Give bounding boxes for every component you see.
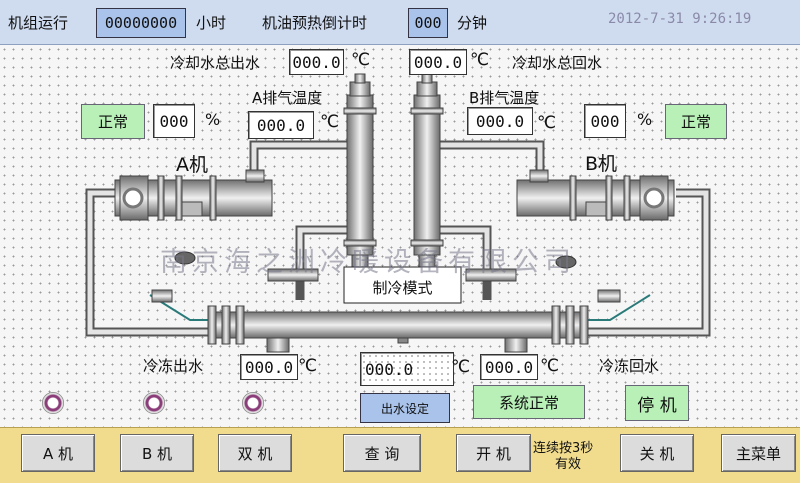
indicator-lamp-1 [42,392,64,414]
chilled-return-label: 冷冻回水 [599,357,660,375]
indicator-lamp-2 [143,392,165,414]
a-exhaust-unit: ℃ [320,112,340,132]
start-button[interactable]: 开 机 [456,434,531,472]
total-return-label: 冷却水总回水 [512,54,603,72]
hold-hint-line2: 有效 [555,457,582,472]
b-exhaust-value: 000.0 [467,107,533,135]
machine-a-button[interactable]: A 机 [21,434,95,472]
b-exhaust-label: B排气温度 [469,89,540,107]
setpoint-unit: ℃ [451,357,471,377]
column-a [346,94,374,256]
company-watermark: 南京海之洲冷暖设备有限公司 [160,247,576,278]
column-b [413,94,441,256]
total-return-unit: ℃ [470,50,490,70]
datetime: 2012-7-31 9:26:19 [608,11,752,27]
preheat-unit: 分钟 [457,14,488,32]
chilled-return-value: 000.0 [480,354,538,380]
chilled-out-unit: ℃ [298,356,318,376]
b-percent-unit: % [637,110,653,129]
hold-hint-line1: 连续按3秒 [533,441,594,456]
hours-unit: 小时 [196,14,227,32]
system-status-badge: 系统正常 [473,385,585,419]
run-hours-value: 00000000 [96,8,186,38]
dual-machine-button[interactable]: 双 机 [218,434,292,472]
pipe-left-loop-core [87,190,212,335]
b-exhaust-unit: ℃ [537,113,557,133]
equipment-diagram [85,73,711,353]
machine-b-name: B机 [585,153,618,175]
chilled-out-value: 000.0 [240,354,298,380]
chilled-return-unit: ℃ [540,356,560,376]
b-status-badge: 正常 [665,104,727,139]
a-percent-value: 000 [153,104,195,138]
total-out-value: 000.0 [289,49,344,75]
mode-label: 制冷模式 [372,279,433,297]
run-label: 机组运行 [8,14,69,32]
a-status-badge: 正常 [81,104,145,139]
chilled-out-label: 冷冻出水 [143,357,204,375]
pipe-right-loop-core [585,190,709,335]
a-exhaust-value: 000.0 [248,111,314,139]
total-return-value: 000.0 [409,49,467,75]
machine-b-button[interactable]: B 机 [120,434,194,472]
preheat-value: 000 [408,8,448,38]
total-out-unit: ℃ [351,50,371,70]
indicator-lamp-3 [242,392,264,414]
setpoint-value[interactable]: 000.0 [360,352,454,386]
a-exhaust-label: A排气温度 [252,89,323,107]
shutdown-button[interactable]: 关 机 [620,434,694,472]
mode-panel-frame [343,266,462,304]
total-out-label: 冷却水总出水 [170,54,261,72]
a-percent-unit: % [205,110,221,129]
query-button[interactable]: 查 询 [343,434,421,472]
stop-machine-button[interactable]: 停 机 [625,385,689,421]
b-percent-value: 000 [584,104,626,138]
preheat-label: 机油预热倒计时 [262,14,368,32]
main-menu-button[interactable]: 主菜单 [721,434,796,472]
evaporator-shell [211,311,586,339]
setpoint-button[interactable]: 出水设定 [360,393,450,423]
machine-a-name: A机 [176,154,208,176]
